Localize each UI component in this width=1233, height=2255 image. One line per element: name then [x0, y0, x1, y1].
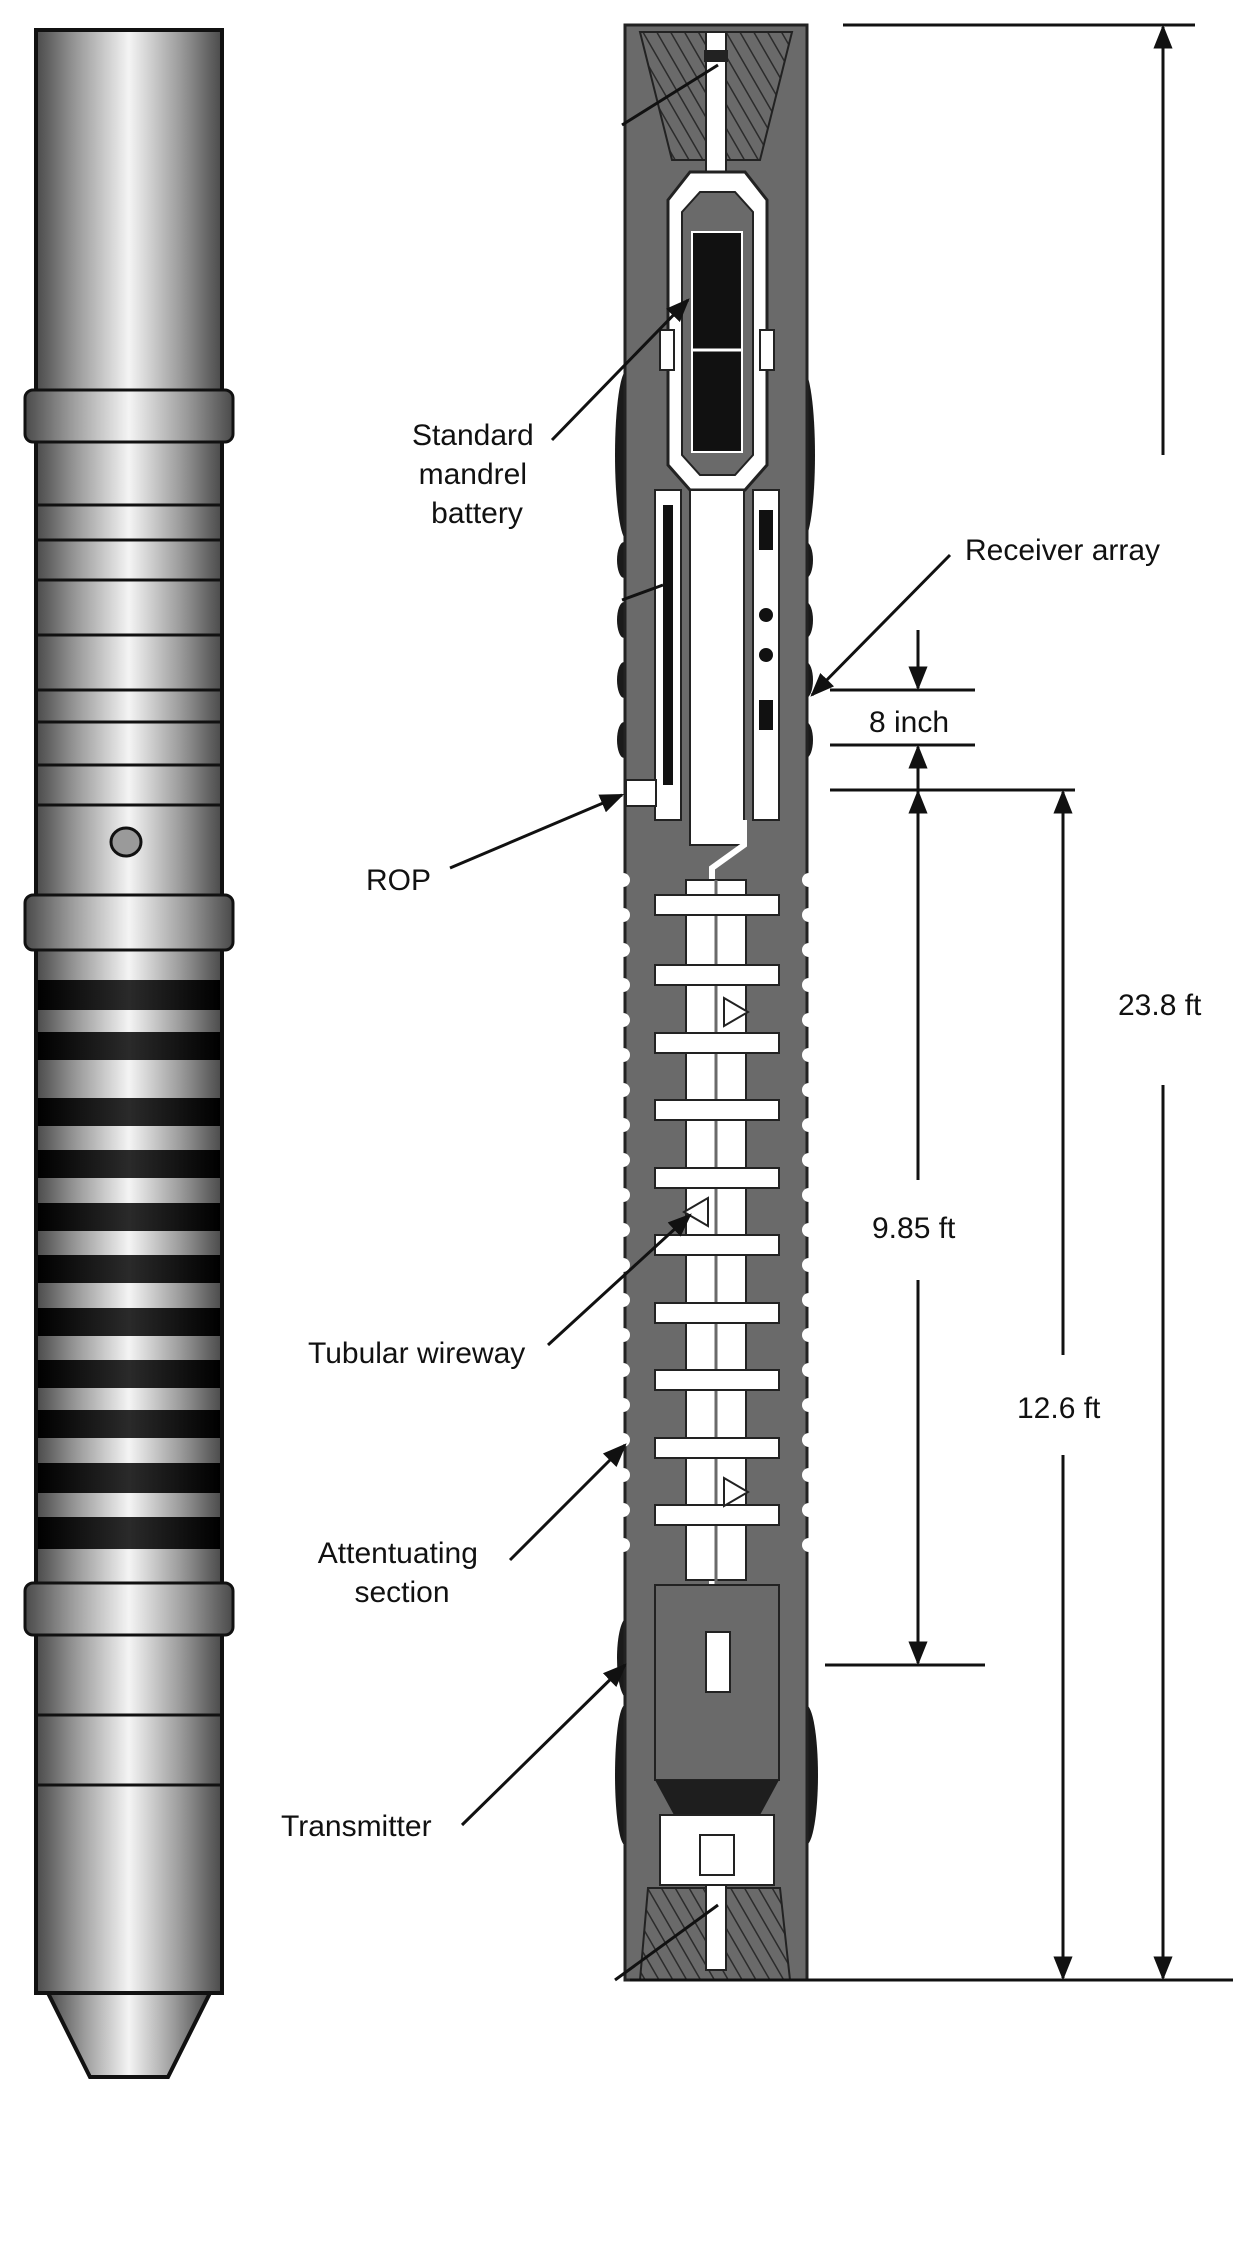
rop-label: ROP	[366, 864, 431, 897]
transmitter-bottom-label: 12.6 ft	[1017, 1392, 1101, 1425]
receiver-spacing-label: 8 inch	[869, 706, 949, 739]
receiver-right-elements	[759, 510, 773, 730]
battery-label: Standard mandrel battery	[412, 419, 542, 530]
scalloped-edges	[616, 873, 816, 1552]
battery-left-clip	[659, 329, 675, 371]
leader-lines	[449, 63, 952, 1982]
wireway-brackets	[682, 996, 750, 1508]
top-connector-pin	[704, 50, 728, 62]
tool-cylinder	[34, 28, 224, 1995]
lower-collar	[23, 1581, 235, 1637]
rop-port-hole	[109, 826, 143, 858]
receiver-array-leader	[810, 553, 952, 697]
mandrel-battery	[691, 231, 743, 453]
receiver-left-leader	[621, 583, 664, 602]
receiver-left-circuit	[663, 505, 673, 785]
middle-collar	[23, 893, 235, 952]
tool-nose-cone	[44, 1991, 214, 2079]
rop-sensor	[625, 779, 657, 807]
attenuator-stripes	[38, 980, 220, 1549]
top-connector-leader	[621, 63, 719, 127]
receiver-array-label: Receiver array	[965, 534, 1160, 567]
cross-section-view	[615, 23, 818, 1982]
electronics-channel	[689, 489, 745, 846]
attenuating-leader	[508, 1443, 627, 1562]
wireway-leader	[546, 1213, 692, 1347]
battery-right-clip	[759, 329, 775, 371]
transmitter-base	[655, 1780, 779, 1815]
transmitter-coil	[705, 1631, 731, 1693]
upper-collar	[23, 388, 235, 444]
tool-joint-lines	[36, 503, 222, 1787]
bottom-connector-leader	[614, 1903, 719, 1982]
dimension-lines	[630, 23, 1233, 1982]
external-tool-view	[23, 28, 235, 2079]
transmitter-leader	[460, 1663, 627, 1827]
attenuator-rungs	[654, 894, 780, 1526]
battery-leader	[550, 298, 690, 442]
wireway-label: Tubular wireway	[308, 1337, 525, 1370]
rop-leader	[449, 793, 625, 870]
lower-connector	[699, 1834, 735, 1876]
attenuating-label: Attentuating section	[318, 1537, 486, 1609]
transmitter-label: Transmitter	[281, 1810, 432, 1843]
tr-spacing-label: 9.85 ft	[872, 1212, 956, 1245]
overall-length-label: 23.8 ft	[1118, 989, 1202, 1022]
